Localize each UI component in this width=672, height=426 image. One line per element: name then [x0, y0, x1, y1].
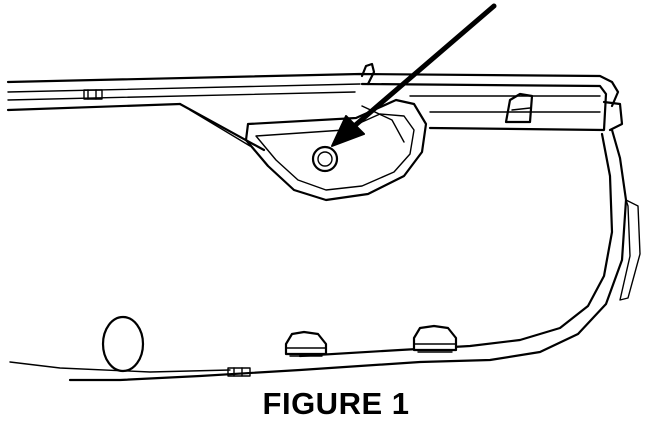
pointer-arrow: [331, 3, 497, 147]
mount-tab-right: [412, 324, 458, 353]
plug-inner: [317, 151, 333, 167]
bottom-clip: [227, 367, 251, 377]
mount-tab-left: [284, 330, 328, 357]
diagonal-edge: [178, 102, 266, 152]
upper-housing: [360, 62, 624, 132]
figure-caption: FIGURE 1: [262, 386, 410, 421]
top-rail: [6, 72, 620, 112]
latch-pocket: [244, 98, 428, 202]
oval-hole: [101, 315, 145, 373]
plug-outer: [311, 145, 339, 173]
